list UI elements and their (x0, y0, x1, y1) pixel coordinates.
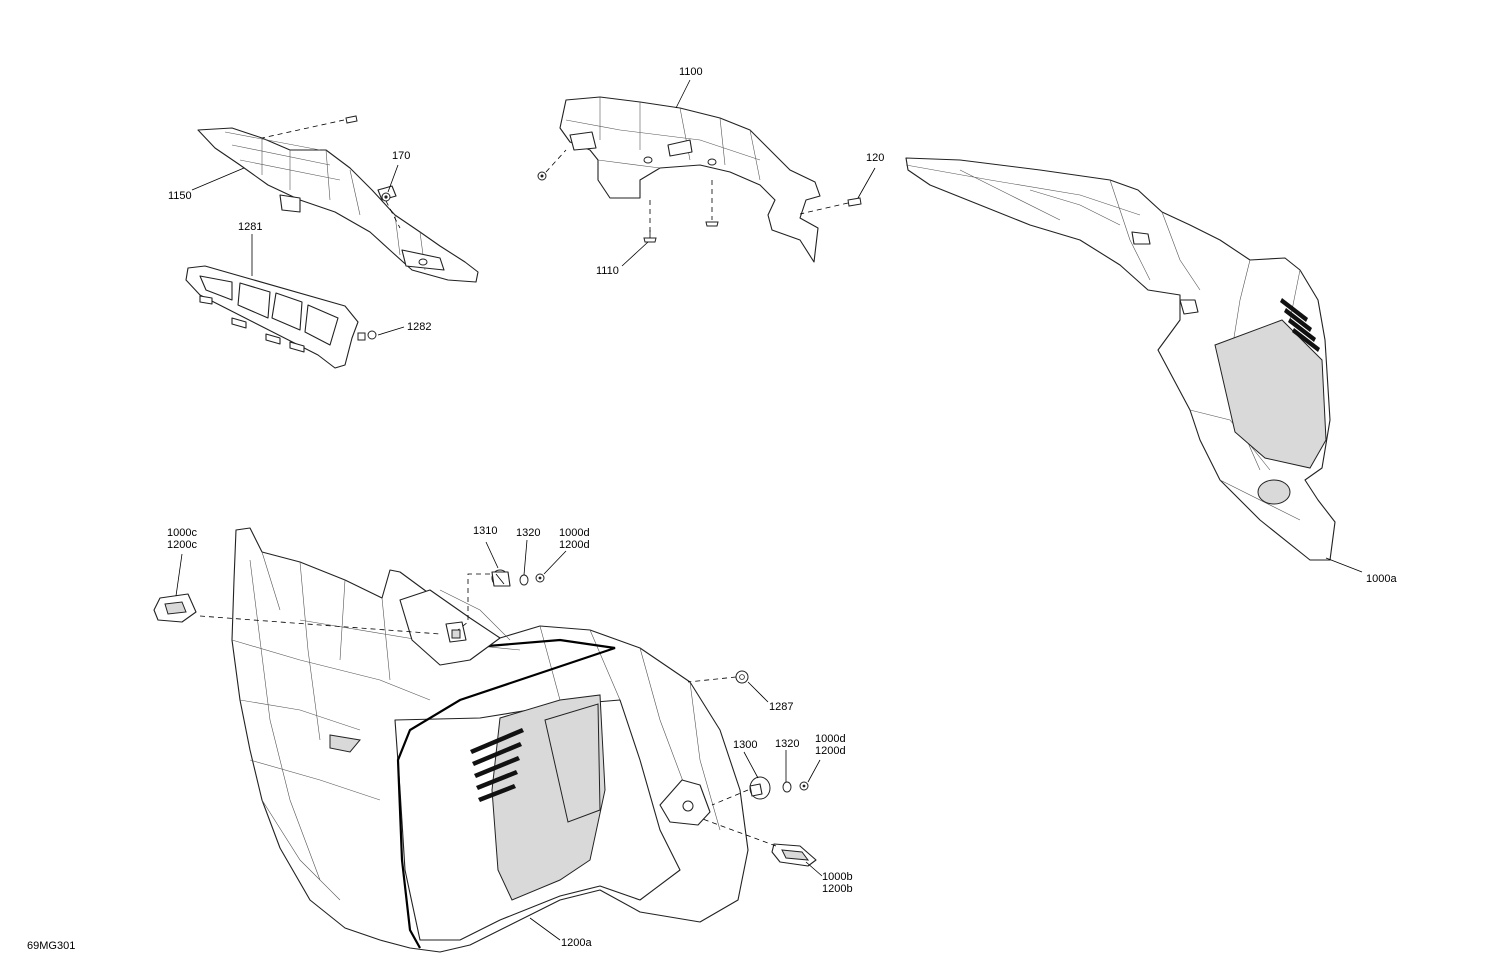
part-120-screw[interactable] (847, 197, 862, 207)
callout-1200a: 1200a (561, 937, 592, 949)
callout-1000c-1200c: 1000c 1200c (167, 527, 197, 551)
callout-1200c: 1200c (167, 539, 197, 551)
callout-1000d-bottom: 1000d (815, 733, 846, 745)
leader-dashed (261, 119, 345, 139)
leader-dashed (687, 676, 737, 683)
part-1320-washer-bottom[interactable] (782, 781, 792, 793)
part-1200a-main-panel[interactable] (231, 527, 749, 953)
part-1000b-trim-piece[interactable] (771, 843, 817, 867)
callout-1000d-1200d-bottom: 1000d 1200d (815, 733, 846, 757)
part-1150-bracket[interactable] (197, 127, 479, 283)
callout-1320-top: 1320 (516, 527, 541, 539)
part-1000c-trim-piece[interactable] (153, 593, 197, 623)
part-1000a-right-panel[interactable] (905, 157, 1336, 561)
callout-1000b-1200b: 1000b 1200b (822, 871, 853, 895)
callout-170: 170 (392, 150, 411, 162)
leader-dashed (457, 573, 490, 631)
callout-1200d-bottom: 1200d (815, 745, 846, 757)
part-1287-washer[interactable] (735, 670, 749, 684)
part-1281-vent-grille[interactable] (185, 265, 359, 369)
callout-1200b: 1200b (822, 883, 853, 895)
callout-1320-bottom: 1320 (775, 738, 800, 750)
screw-1150-top[interactable] (345, 115, 358, 124)
callout-1281: 1281 (238, 221, 263, 233)
part-1000d-screw-top[interactable] (535, 573, 545, 583)
leader-dashed (699, 817, 777, 847)
leader-dashed (799, 202, 849, 215)
part-1310-clip[interactable] (491, 569, 511, 587)
callout-1000d-top: 1000d (559, 527, 590, 539)
callout-1000b: 1000b (822, 871, 853, 883)
leader-dashed (199, 615, 441, 635)
callout-1282: 1282 (407, 321, 432, 333)
callout-1300: 1300 (733, 739, 758, 751)
part-1320-washer-top[interactable] (519, 574, 529, 586)
callout-1287: 1287 (769, 701, 794, 713)
callout-1310: 1310 (473, 525, 498, 537)
part-1100-bracket[interactable] (559, 96, 821, 263)
screw-1110-right[interactable] (705, 221, 719, 227)
part-1282-screw[interactable] (357, 330, 377, 341)
screw-1100-left[interactable] (537, 171, 547, 181)
part-1300-clip[interactable] (749, 776, 771, 800)
callout-1200d-top: 1200d (559, 539, 590, 551)
leader-lines (175, 79, 1363, 941)
callout-1100: 1100 (679, 66, 703, 78)
callout-1000d-1200d-top: 1000d 1200d (559, 527, 590, 551)
diagram-code: 69MG301 (27, 940, 76, 952)
callout-1000c: 1000c (167, 527, 197, 539)
part-1000d-screw-bottom[interactable] (799, 781, 809, 791)
leader-dashed (711, 789, 749, 806)
part-170-fastener[interactable] (381, 192, 391, 202)
callout-120: 120 (866, 152, 885, 164)
callout-1000a: 1000a (1366, 573, 1397, 585)
leader-dashed (545, 149, 567, 173)
callout-1150: 1150 (168, 190, 192, 202)
callout-1110: 1110 (596, 265, 619, 277)
